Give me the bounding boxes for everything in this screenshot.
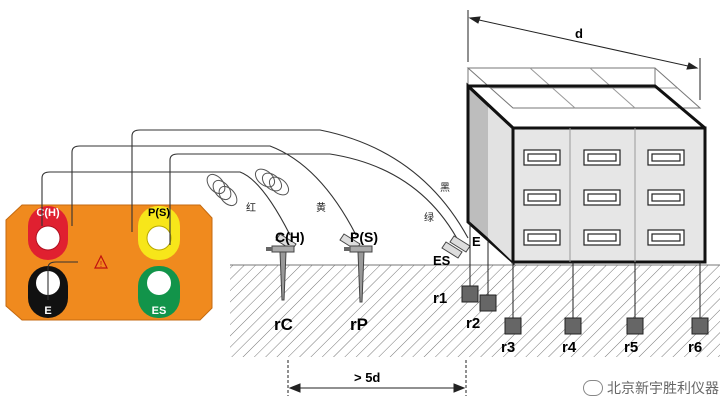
- probe-rc-label: rC: [274, 315, 293, 334]
- watermark-text: 北京新宇胜利仪器: [607, 381, 719, 397]
- terminal-es-label: ES: [152, 305, 167, 317]
- wire-label-black: 黑: [440, 182, 450, 194]
- dimension-spacing-label: > 5d: [354, 370, 380, 385]
- wire-coil-red: [206, 173, 238, 207]
- electrode-r3-label: r3: [501, 339, 515, 356]
- wire-label-yellow: 黄: [316, 201, 326, 214]
- probe-p-label: P(S): [350, 229, 378, 245]
- probe-rp-label: rP: [350, 315, 368, 334]
- dimension-spacing: [287, 360, 467, 396]
- terminal-e-label: E: [44, 305, 51, 317]
- electrode-r1-label: r1: [433, 290, 447, 307]
- building: [466, 67, 707, 266]
- test-leads: [41, 129, 469, 300]
- building-electrodes: [461, 222, 709, 335]
- electrode-r5-label: r5: [624, 339, 638, 356]
- wire-label-red: 红: [246, 201, 256, 214]
- ground: [230, 264, 720, 357]
- dimension-d: [467, 10, 701, 100]
- building-windows: [523, 149, 685, 246]
- electrode-r2-label: r2: [466, 315, 480, 332]
- earth-tester: ! C(H) P(S) E ES: [5, 204, 213, 321]
- probe-rc: [266, 245, 295, 301]
- probe-c-label: C(H): [275, 229, 305, 245]
- electrode-r4-label: r4: [562, 339, 577, 356]
- wire-coil-yellow: [254, 168, 290, 196]
- watermark: 北京新宇胜利仪器: [583, 378, 719, 398]
- svg-text:!: !: [100, 260, 102, 269]
- warning-icon: !: [94, 254, 108, 269]
- probe-rp: [344, 245, 373, 303]
- electrode-r6-label: r6: [688, 339, 702, 356]
- wechat-icon: [583, 380, 603, 396]
- wire-label-green: 绿: [424, 211, 434, 224]
- terminal-p-label: P(S): [148, 207, 170, 219]
- terminal-c-label: C(H): [36, 207, 60, 219]
- dimension-d-label: d: [575, 26, 583, 41]
- e-clip-label: E: [472, 234, 481, 249]
- es-clip-label: ES: [433, 253, 451, 268]
